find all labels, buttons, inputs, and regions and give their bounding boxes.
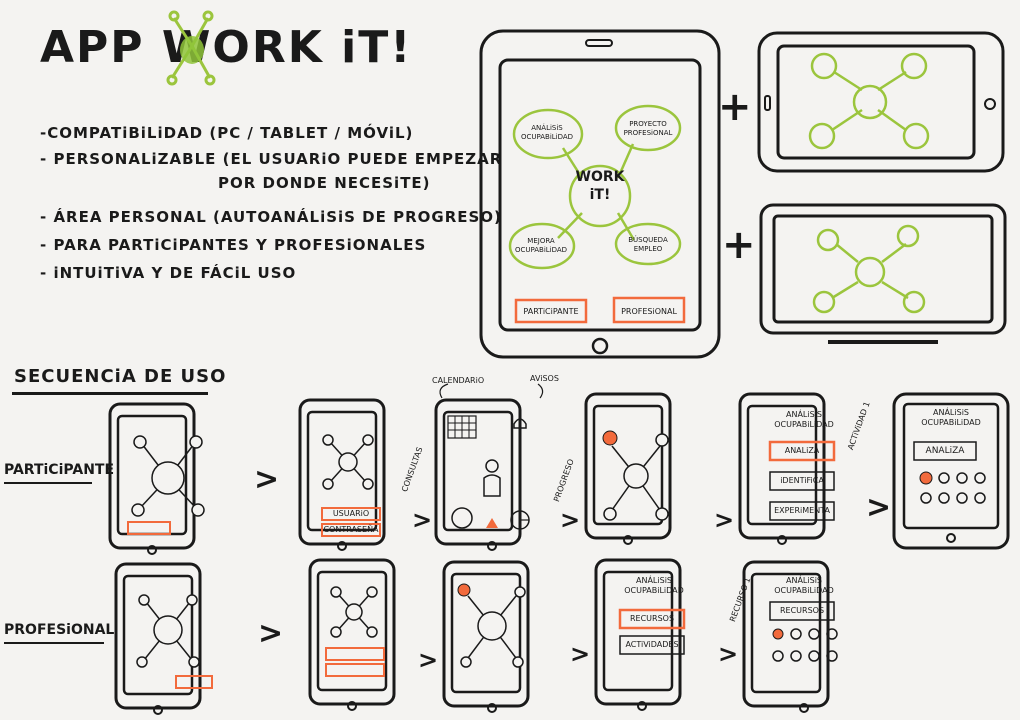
next-arrow-icon: > <box>560 506 581 534</box>
sequence-title: SECUENCiA DE USO <box>14 366 227 387</box>
phone-device <box>757 31 1005 173</box>
next-arrow-icon: > <box>714 506 735 534</box>
analiza-tab[interactable]: ANALiZA <box>925 446 965 456</box>
avisos-label: AViSOS <box>530 374 559 383</box>
plus-sign: + <box>722 222 756 268</box>
tablet-center-line2: iT! <box>589 187 611 203</box>
analiza-button[interactable]: ANALiZA <box>784 446 820 455</box>
node-analisis-l1: ANÁLiSiS <box>531 124 563 132</box>
analisis-header-l2: OCUPABiLiDAD <box>774 420 834 429</box>
analisis-header-l1: ANÁLiSiS <box>933 408 969 417</box>
row-underline <box>4 482 92 484</box>
participante-button[interactable]: PARTiCiPANTE <box>523 307 579 316</box>
recursos-button[interactable]: RECURSOS <box>629 614 675 623</box>
analisis-header-l2: OCUPABiLiDAD <box>774 586 834 595</box>
analisis-header-l1: ANÁLiSiS <box>786 410 822 419</box>
tablet-center-line1: WORK <box>575 169 625 185</box>
next-arrow-icon: > <box>866 490 892 525</box>
tablet-center-label: WORK iT! <box>572 168 628 204</box>
pc-monitor <box>759 203 1007 344</box>
feature-intuitive: - iNTUiTiVA Y DE FÁCiL USO <box>40 264 297 282</box>
analisis-header-l1: ANÁLiSiS <box>786 576 822 585</box>
analisis-header-l2: OCUPABiLiDAD <box>921 418 981 427</box>
node-analisis-l2: OCUPABiLiDAD <box>520 133 574 141</box>
feature-audience: - PARA PARTiCiPANTES Y PROFESiONALES <box>40 236 427 254</box>
main-tablet <box>479 29 721 359</box>
profesional-button[interactable]: PROFESiONAL <box>621 307 677 316</box>
contrasena-field[interactable]: CONTRASEÑA <box>323 525 379 534</box>
usuario-field[interactable]: USUARiO <box>332 509 370 518</box>
feature-customizable-cont: POR DONDE NECESiTE) <box>218 174 431 192</box>
node-busqueda-l2: EMPLEO <box>633 245 663 253</box>
analisis-header-l2: OCUPABiLiDAD <box>624 586 684 595</box>
node-proyecto-l2: PROFESiONAL <box>623 129 673 137</box>
node-mejora-l2: OCUPABiLiDAD <box>514 246 568 254</box>
title-suffix: iT! <box>323 22 413 73</box>
analisis-header-l1: ANÁLiSiS <box>636 576 672 585</box>
row-label-profesional: PROFESiONAL <box>4 622 115 638</box>
app-title: APP WORK iT! <box>40 22 412 73</box>
row-underline <box>4 642 104 644</box>
experimenta-button[interactable]: EXPERiMENTA <box>774 506 830 515</box>
identifica-button[interactable]: iDENTiFiCA <box>780 476 824 485</box>
sequence-underline <box>12 392 208 395</box>
recursos-tab[interactable]: RECURSOS <box>779 606 825 615</box>
plus-sign: + <box>718 84 752 130</box>
node-mejora-l1: MEJORA <box>527 237 555 245</box>
node-busqueda-l1: BÚSQUEDA <box>628 236 668 244</box>
next-arrow-icon: > <box>254 462 280 497</box>
feature-customizable: - PERSONALiZABLE (EL USUARiO PUEDE EMPEZ… <box>40 150 503 168</box>
row-label-participante: PARTiCiPANTE <box>4 462 115 478</box>
calendario-label: CALENDARiO <box>432 376 485 385</box>
actividades-button[interactable]: ACTiViDADES <box>625 640 679 649</box>
next-arrow-icon: > <box>570 640 591 668</box>
feature-personal-area: - ÁREA PERSONAL (AUTOANÁLiSiS DE PROGRES… <box>40 208 502 226</box>
next-arrow-icon: > <box>258 616 284 651</box>
title-prefix: APP <box>40 22 162 73</box>
next-arrow-icon: > <box>718 640 739 668</box>
next-arrow-icon: > <box>418 646 439 674</box>
next-arrow-icon: > <box>412 506 433 534</box>
node-proyecto-l1: PROYECTO <box>629 120 667 128</box>
logo-network-icon <box>166 10 216 86</box>
feature-compatibility: -COMPATiBiLiDAD (PC / TABLET / MÓViL) <box>40 124 414 142</box>
